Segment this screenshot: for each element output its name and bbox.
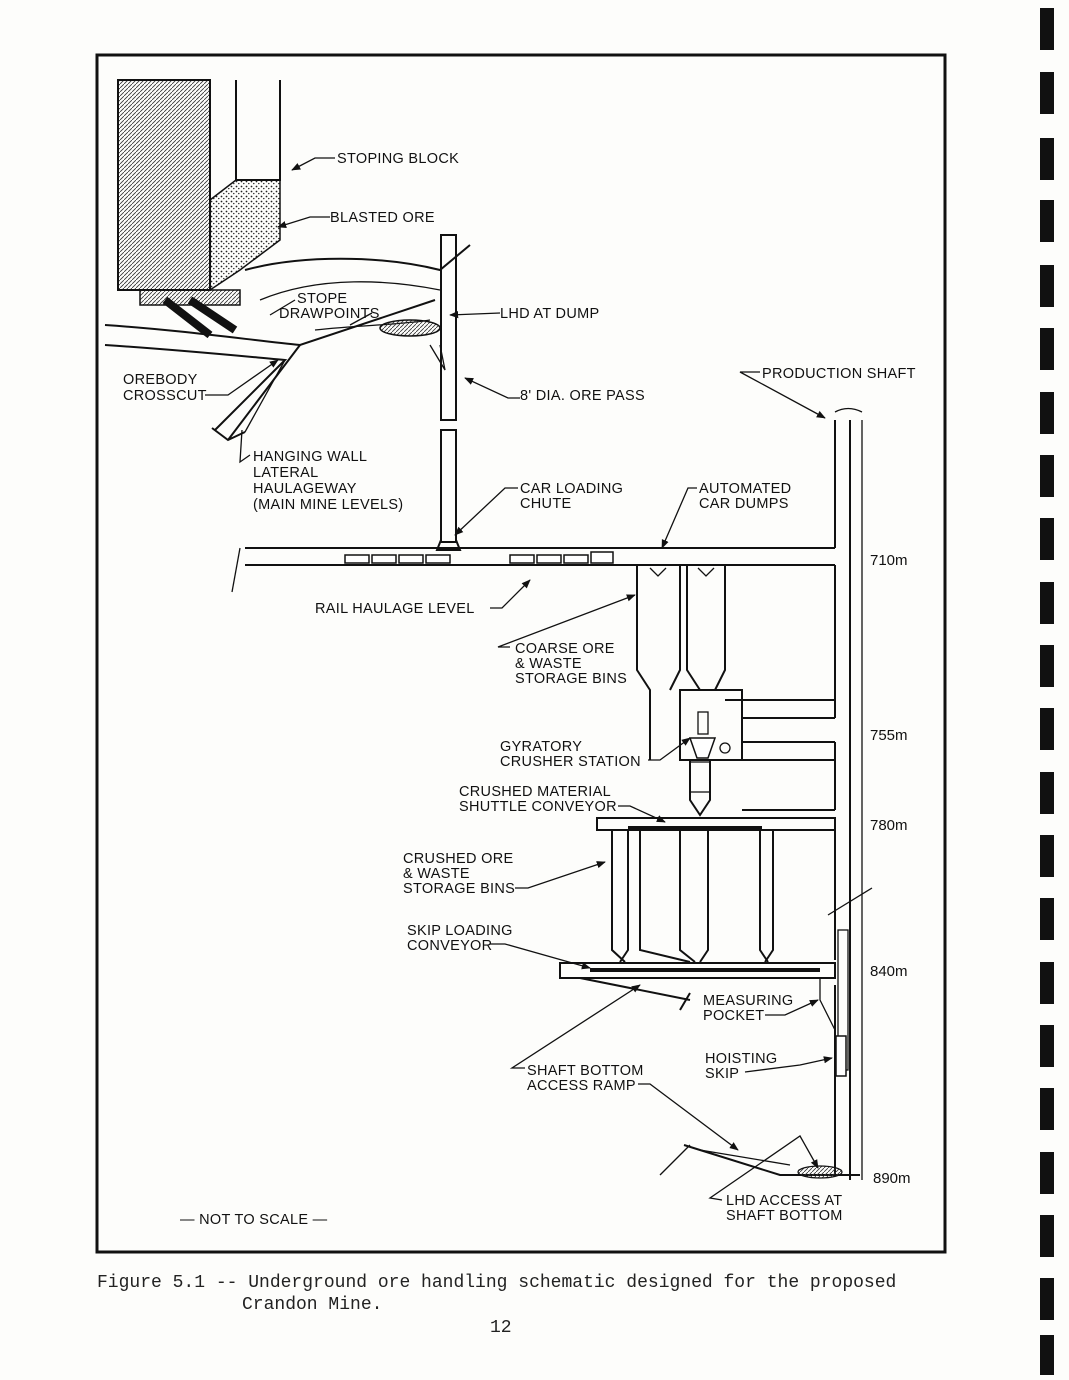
label-lhd-at-dump: LHD AT DUMP (500, 306, 599, 322)
binding-mark (1040, 392, 1054, 434)
binding-mark (1040, 1278, 1054, 1320)
binding-mark (1040, 200, 1054, 242)
label-production-shaft: PRODUCTION SHAFT (762, 366, 916, 382)
label-rail-haulage-level: RAIL HAULAGE LEVEL (315, 601, 475, 617)
label-gyratory-1: GYRATORY (500, 739, 582, 755)
label-lhd-access-1: LHD ACCESS AT (726, 1193, 842, 1209)
label-crushed-ore-1: CRUSHED ORE (403, 851, 513, 867)
binding-mark (1040, 645, 1054, 687)
binding-mark (1040, 898, 1054, 940)
binding-mark (1040, 1152, 1054, 1194)
label-crushed-ore-2: & WASTE (403, 866, 470, 882)
level-755m: 755m (870, 727, 908, 744)
label-shuttle-1: CRUSHED MATERIAL (459, 784, 611, 800)
label-shuttle-2: SHUTTLE CONVEYOR (459, 799, 617, 815)
label-hoisting-skip-1: HOISTING (705, 1051, 778, 1067)
label-skip-loading-2: CONVEYOR (407, 938, 492, 954)
label-shaft-bottom-ramp-1: SHAFT BOTTOM (527, 1063, 644, 1079)
stoping-block-drawing (104, 79, 471, 551)
label-measuring-pocket-1: MEASURING (703, 993, 794, 1009)
binding-mark (1040, 455, 1054, 497)
binding-mark (1040, 328, 1054, 370)
figure-frame (95, 53, 947, 1254)
label-coarse-ore-2: & WASTE (515, 656, 582, 672)
ore-cars-left (344, 554, 451, 564)
binding-mark (1040, 835, 1054, 877)
label-skip-loading-1: SKIP LOADING (407, 923, 513, 939)
binding-mark (1040, 518, 1054, 560)
level-780m: 780m (870, 817, 908, 834)
label-hoisting-skip-2: SKIP (705, 1066, 739, 1082)
label-hanging-wall-1: HANGING WALL (253, 449, 367, 465)
binding-mark (1040, 582, 1054, 624)
binding-mark (1040, 962, 1054, 1004)
label-coarse-ore-3: STORAGE BINS (515, 671, 627, 687)
label-stope-drawpoints-2: DRAWPOINTS (279, 306, 380, 322)
label-orebody-crosscut-1: OREBODY (123, 372, 198, 388)
label-hanging-wall-2: LATERAL (253, 465, 319, 481)
label-not-to-scale: — NOT TO SCALE — (180, 1212, 328, 1228)
level-840m: 840m (870, 963, 908, 980)
label-lhd-access-2: SHAFT BOTTOM (726, 1208, 843, 1224)
binding-mark (1040, 1025, 1054, 1067)
label-automated-car-dumps-2: CAR DUMPS (699, 496, 789, 512)
binding-mark (1040, 1215, 1054, 1257)
binding-mark (1040, 708, 1054, 750)
binding-mark (1040, 1088, 1054, 1130)
label-hanging-wall-4: (MAIN MINE LEVELS) (253, 497, 403, 513)
label-stope-drawpoints-1: STOPE (297, 291, 347, 307)
label-measuring-pocket-2: POCKET (703, 1008, 764, 1024)
label-ore-pass: 8' DIA. ORE PASS (520, 388, 645, 404)
binding-mark (1040, 1335, 1054, 1375)
crushed-ore-bins (559, 817, 836, 1011)
rail-haulage-level (231, 547, 835, 593)
binding-mark (1040, 772, 1054, 814)
production-shaft (827, 407, 873, 1180)
label-orebody-crosscut-2: CROSSCUT (123, 388, 207, 404)
caption-line-1: Figure 5.1 -- Underground ore handling s… (97, 1273, 897, 1293)
shaft-bottom (659, 978, 860, 1179)
label-coarse-ore-1: COARSE ORE (515, 641, 615, 657)
label-gyratory-2: CRUSHER STATION (500, 754, 641, 770)
label-blasted-ore: BLASTED ORE (330, 210, 435, 226)
level-710m: 710m (870, 552, 908, 569)
label-car-loading-chute-1: CAR LOADING (520, 481, 623, 497)
level-890m: 890m (873, 1170, 911, 1187)
binding-mark (1040, 265, 1054, 307)
label-stoping-block: STOPING BLOCK (337, 151, 459, 167)
binding-mark (1040, 8, 1054, 50)
ore-cars-right (509, 551, 614, 564)
label-automated-car-dumps-1: AUTOMATED (699, 481, 791, 497)
label-hanging-wall-3: HAULAGEWAY (253, 481, 357, 497)
page-number: 12 (490, 1318, 512, 1338)
caption-line-2: Crandon Mine. (242, 1295, 383, 1315)
leader-lines (205, 157, 833, 1201)
binding-mark (1040, 72, 1054, 114)
coarse-ore-bins (636, 564, 835, 760)
label-car-loading-chute-2: CHUTE (520, 496, 571, 512)
figure-caption: Figure 5.1 -- Underground ore handling s… (97, 1272, 917, 1316)
binding-mark (1040, 138, 1054, 180)
label-crushed-ore-3: STORAGE BINS (403, 881, 515, 897)
gyratory-crusher-station (679, 689, 835, 817)
label-shaft-bottom-ramp-2: ACCESS RAMP (527, 1078, 636, 1094)
